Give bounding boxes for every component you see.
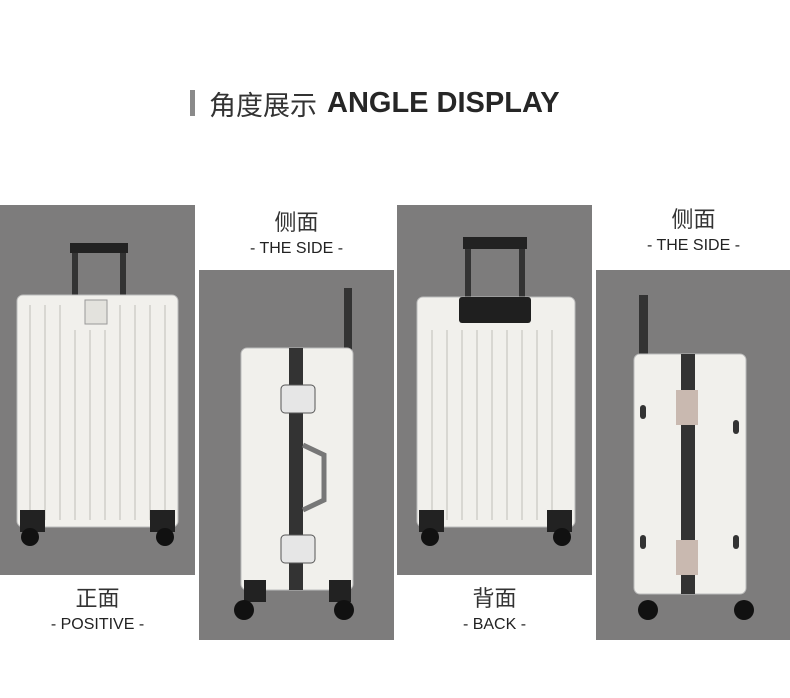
- section-title: 角度展示 ANGLE DISPLAY: [190, 86, 560, 122]
- front-view-image: [0, 205, 195, 575]
- label-en: - THE SIDE -: [646, 237, 741, 254]
- label-cn: 正面: [75, 587, 120, 612]
- label-cn: 背面: [472, 587, 517, 612]
- title-accent-bar: [190, 90, 195, 116]
- label-back: 背面 - BACK -: [397, 586, 592, 636]
- label-en: - BACK -: [462, 616, 527, 633]
- label-cn: 侧面: [274, 211, 319, 236]
- label-en: - THE SIDE -: [249, 240, 344, 257]
- label-side-2: 侧面 - THE SIDE -: [596, 207, 790, 257]
- label-en: - POSITIVE -: [50, 616, 145, 633]
- label-cn: 侧面: [671, 208, 716, 233]
- side-view-image-2: [596, 270, 790, 640]
- title-cn: 角度展示: [209, 90, 317, 122]
- back-view-image: [397, 205, 592, 575]
- label-positive: 正面 - POSITIVE -: [0, 586, 195, 636]
- side-view-image: [199, 270, 394, 640]
- title-en: ANGLE DISPLAY: [327, 86, 560, 119]
- label-side-1: 侧面 - THE SIDE -: [199, 210, 394, 260]
